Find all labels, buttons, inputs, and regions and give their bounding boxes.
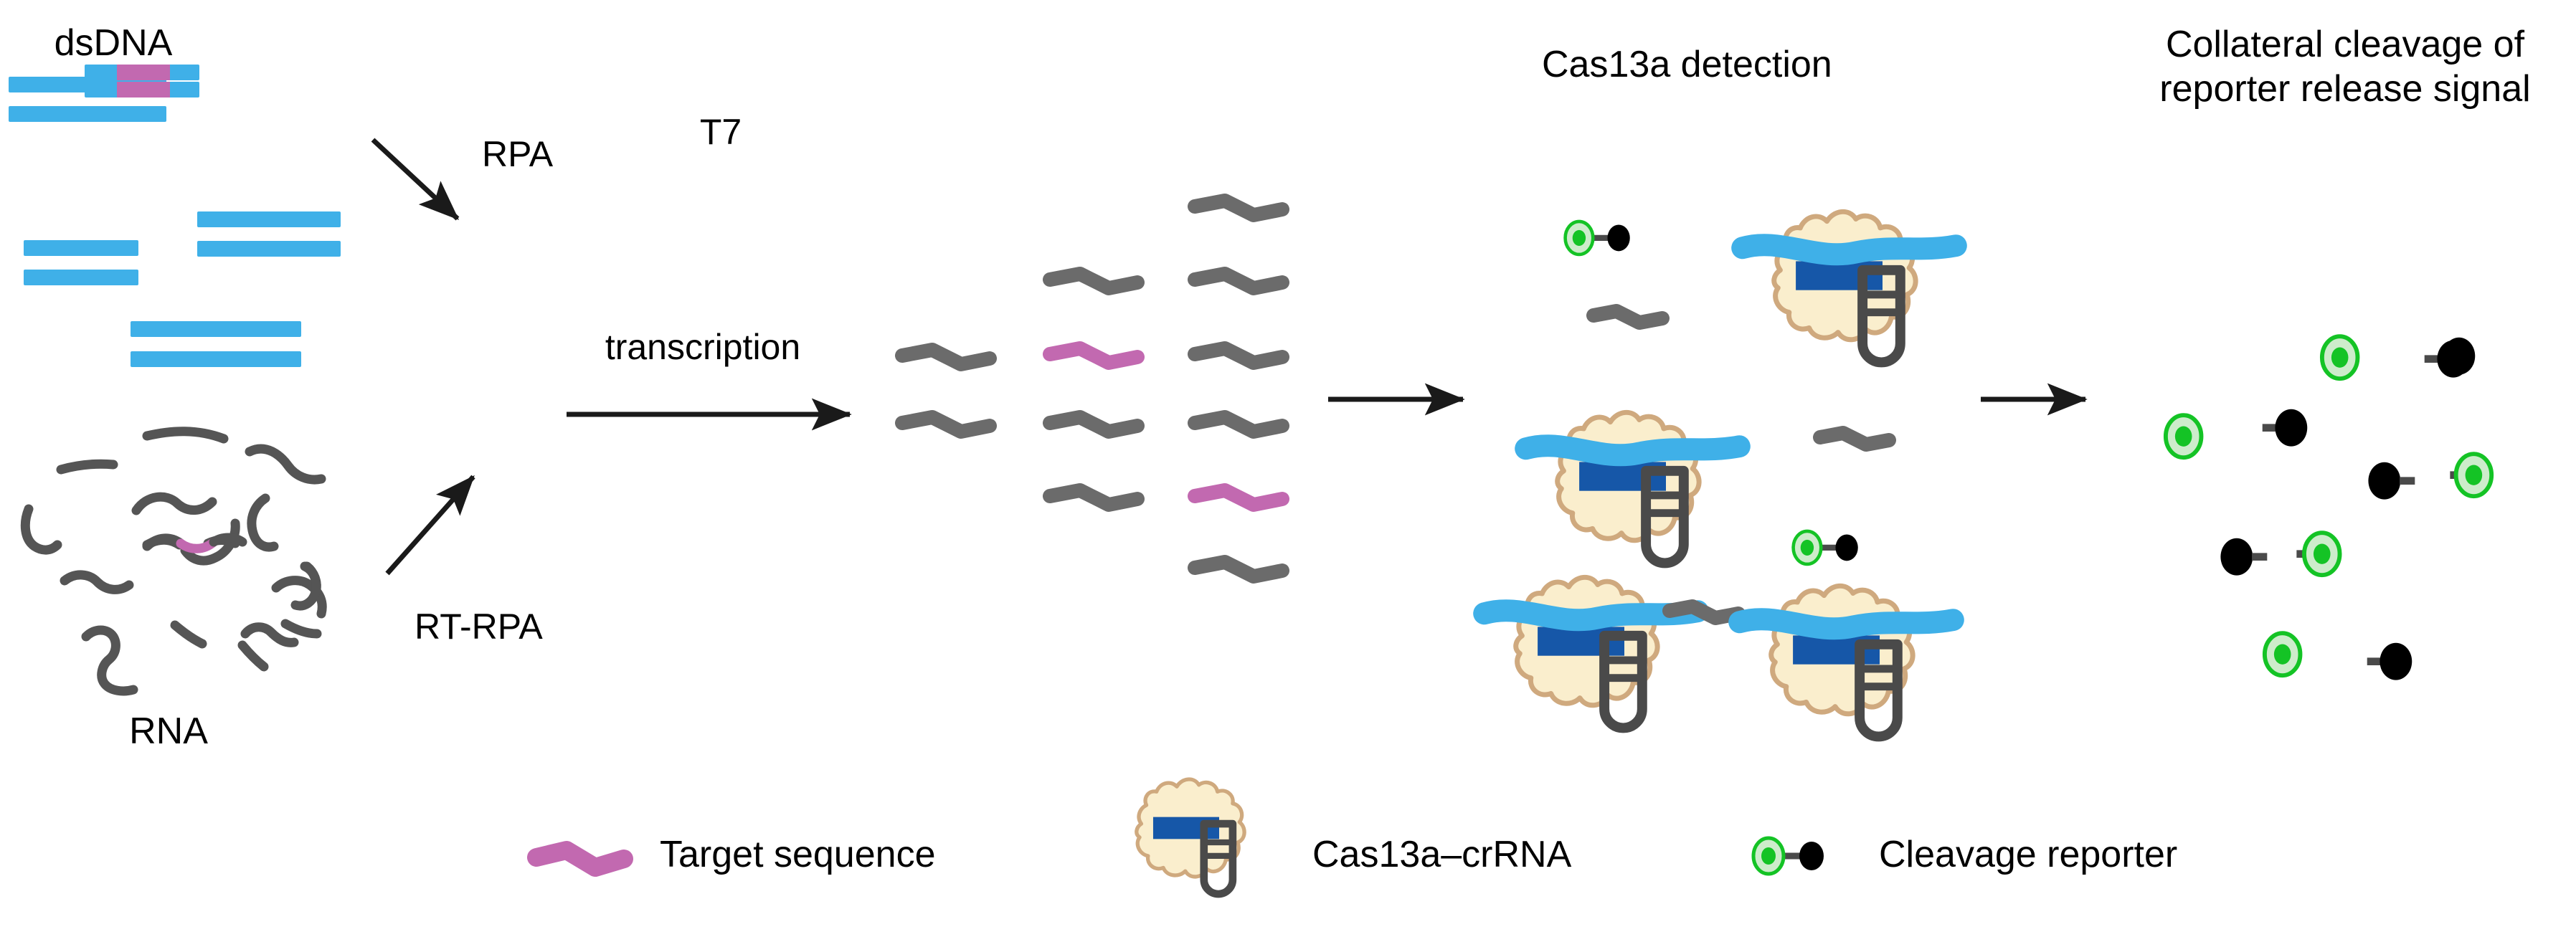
dsdna-duplex-target — [85, 65, 199, 97]
legend-label-cleavage-reporter: Cleavage reporter — [1879, 834, 2177, 875]
cleaved-fluorophore — [2450, 452, 2494, 499]
rna-squiggle — [895, 410, 997, 439]
rna-squiggle — [1188, 267, 1289, 295]
transcribed-rna-group — [895, 194, 1289, 584]
rna-squiggle — [1188, 410, 1289, 439]
legend-label-target-sequence: Target sequence — [660, 834, 936, 875]
rpa-arrow — [371, 138, 460, 221]
rna-group — [20, 427, 327, 696]
dsdna-label: dsDNA — [55, 22, 173, 64]
rna-squiggle — [1188, 555, 1289, 584]
rt-rpa-arrow — [385, 475, 475, 576]
cleavage-reporter-intact — [1794, 531, 1858, 564]
rna-squiggle-target — [1043, 341, 1145, 370]
cleaved-quencher — [2443, 337, 2476, 375]
rna-label: RNA — [129, 710, 208, 752]
cleaved-quencher — [2368, 462, 2415, 500]
t7-label-line2: transcription — [605, 327, 800, 367]
dsdna-duplex — [197, 211, 341, 257]
legend-label-cas13a-crrna: Cas13a–crRNA — [1312, 834, 1572, 875]
rpa-label: RPA — [482, 134, 554, 174]
cleaved-fluorophore — [2296, 531, 2342, 578]
t7-label-line1: T7 — [700, 112, 742, 152]
rna-squiggle — [1043, 483, 1145, 512]
legend-item-cleavage-reporter: Cleavage reporter — [1753, 834, 2177, 875]
magenta-squiggle-icon — [527, 841, 633, 877]
cas13a-detection-label: Cas13a detection — [1542, 44, 1832, 85]
rna-squiggle — [895, 343, 997, 371]
cleaved-quencher — [2262, 409, 2308, 447]
cleaved-quencher — [2220, 538, 2268, 576]
legend-item-target-sequence: Target sequence — [527, 834, 936, 877]
rt-rpa-label: RT-RPA — [415, 606, 543, 647]
fluorophore-quencher-icon — [1753, 838, 1824, 874]
rna-squiggle-target — [1188, 483, 1289, 512]
cleaved-fluorophore — [2262, 631, 2303, 678]
cas13a-crrna-complex — [1515, 412, 1751, 563]
rna-target-strand — [142, 533, 247, 553]
cleavage-reporter-intact — [1566, 222, 1630, 254]
cleaved-fluorophore — [2163, 413, 2204, 460]
legend: Target sequence Cas13a–crRNA Cleavage re… — [527, 779, 2177, 894]
rna-squiggle — [1043, 267, 1145, 295]
cas13a-crrna-complex — [1731, 211, 1967, 362]
rna-fragment — [1586, 304, 1670, 330]
rna-squiggle — [1188, 194, 1289, 222]
legend-item-cas13a-crrna: Cas13a–crRNA — [1137, 779, 1572, 894]
cas13a-crrna-complex — [1473, 577, 1709, 728]
collateral-label-line2: reporter release signal — [2159, 68, 2530, 110]
cleaved-quencher — [2367, 642, 2412, 680]
dsdna-duplex — [24, 240, 138, 285]
dsdna-duplex — [131, 321, 301, 367]
rna-squiggle — [1043, 410, 1145, 439]
rna-fragment — [1662, 599, 1746, 625]
dsdna-group: dsDNA — [9, 22, 341, 367]
cleaved-fluorophore — [2319, 334, 2360, 381]
rna-squiggle — [1188, 341, 1289, 370]
collateral-label-line1: Collateral cleavage of — [2166, 24, 2525, 65]
rna-fragment — [1813, 426, 1896, 452]
cas13a-crrna-complex — [1728, 586, 1964, 736]
cas13a-protein-icon — [1137, 779, 1244, 894]
